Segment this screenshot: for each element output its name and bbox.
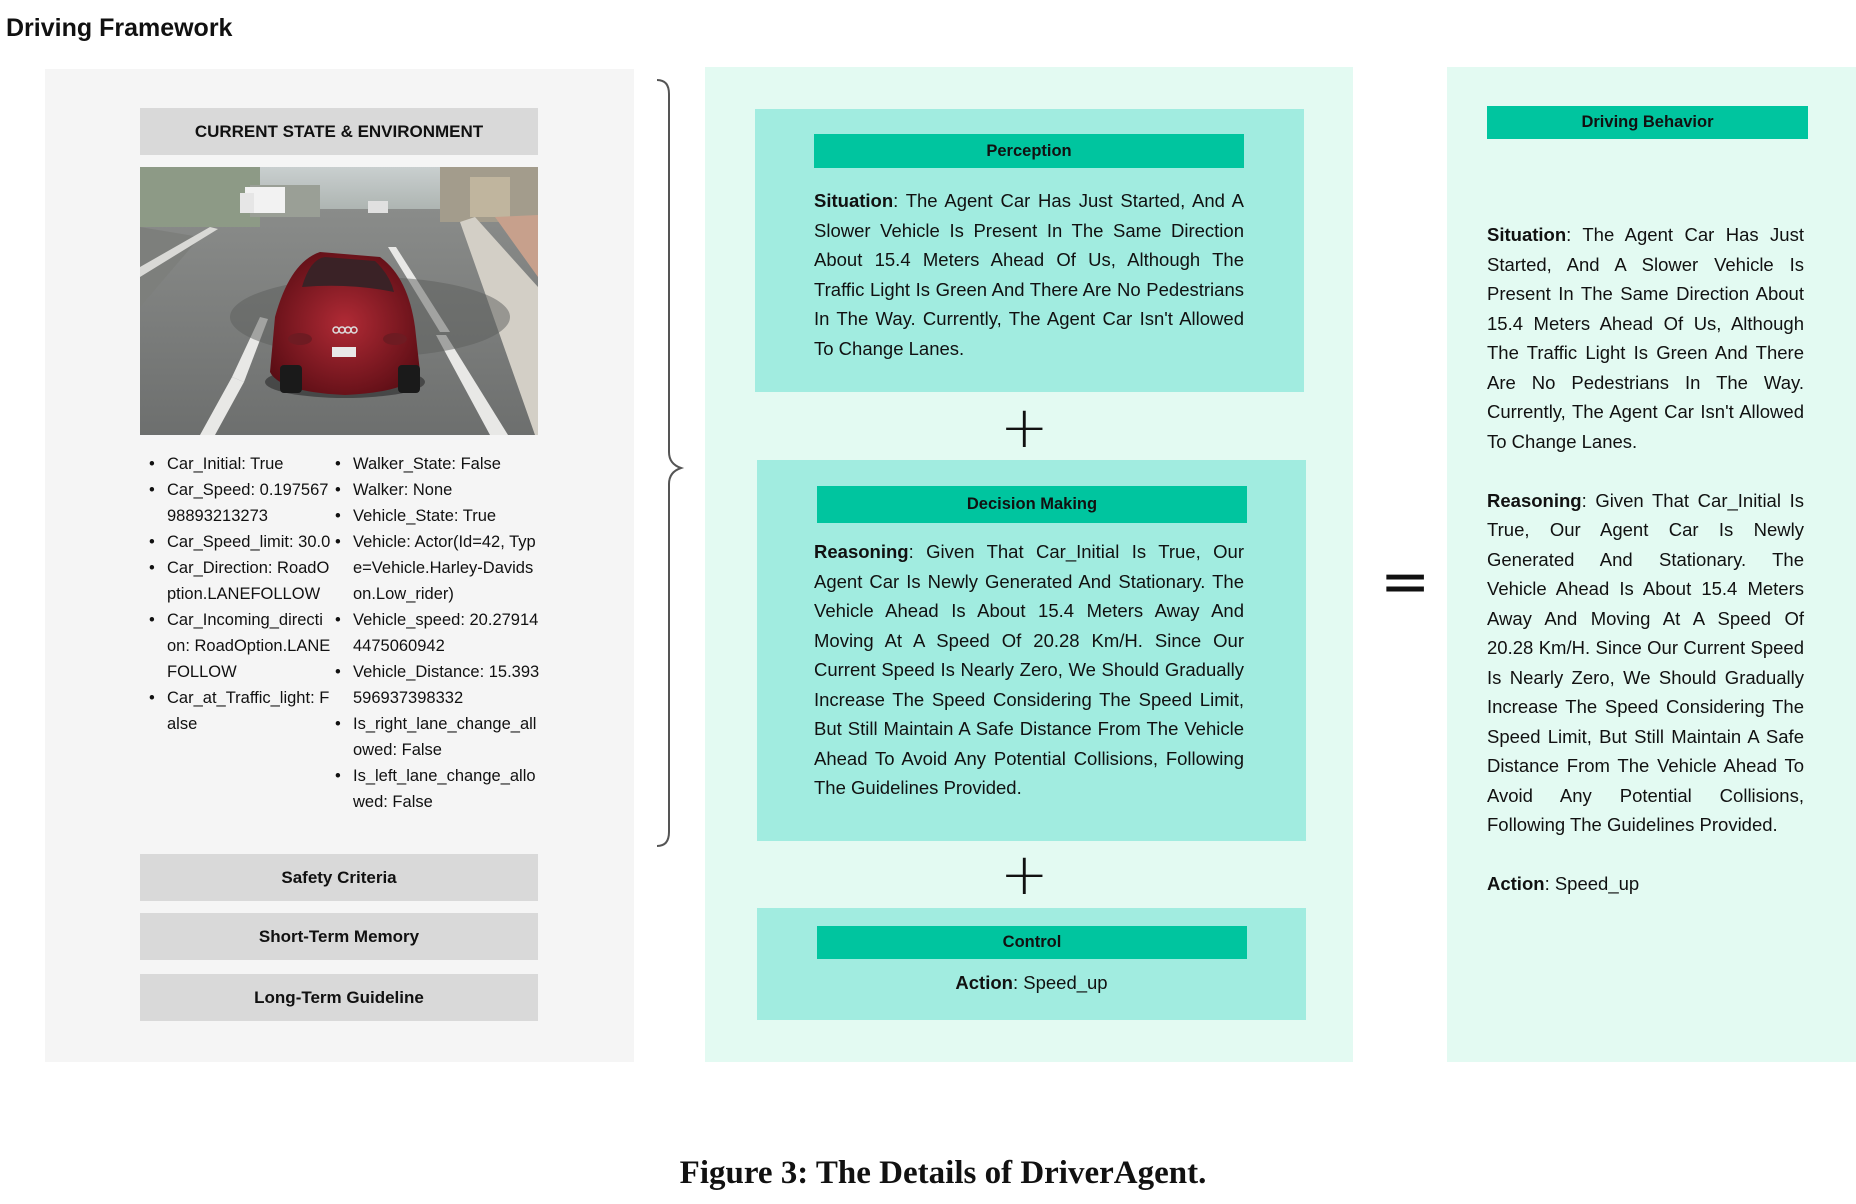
behavior-reasoning: Reasoning: Given That Car_Initial Is Tru…	[1487, 489, 1804, 836]
state-item: Car_at_Traffic_light: False	[141, 685, 331, 737]
driving-behavior-panel	[1447, 67, 1856, 1062]
page-title: Driving Framework	[6, 14, 233, 42]
driving-scene-image	[140, 167, 538, 435]
state-item: Car_Direction: RoadOption.LANEFOLLOW	[141, 555, 331, 607]
state-list-right: Walker_State: False Walker: None Vehicle…	[327, 451, 542, 815]
behavior-situation: Situation: The Agent Car Has Just Starte…	[1487, 224, 1804, 452]
perception-text: Situation: The Agent Car Has Just Starte…	[814, 190, 1244, 359]
equals-symbol: =	[1380, 547, 1431, 617]
short-term-memory-box: Short-Term Memory	[140, 913, 538, 960]
decision-making-text: Reasoning: Given That Car_Initial Is Tru…	[814, 541, 1244, 798]
driving-behavior-text: Situation: The Agent Car Has Just Starte…	[1487, 220, 1804, 928]
state-item: Car_Speed_limit: 30.0	[141, 529, 331, 555]
control-box	[757, 908, 1306, 1020]
decision-making-box	[757, 460, 1306, 841]
plus-symbol: +	[1000, 840, 1049, 908]
state-item: Car_Speed: 0.19756798893213273	[141, 477, 331, 529]
long-term-guideline-box: Long-Term Guideline	[140, 974, 538, 1021]
state-item: Vehicle_Distance: 15.393596937398332	[327, 659, 542, 711]
current-state-header: CURRENT STATE & ENVIRONMENT	[140, 108, 538, 155]
curly-brace	[656, 79, 685, 847]
state-item: Car_Incoming_direction: RoadOption.LANEF…	[141, 607, 331, 685]
state-item: Is_right_lane_change_allowed: False	[327, 711, 542, 763]
state-item: Vehicle_speed: 20.279144475060942	[327, 607, 542, 659]
state-item: Vehicle: Actor(Id=42, Type=Vehicle.Harle…	[327, 529, 542, 607]
plus-symbol: +	[1000, 393, 1049, 461]
state-item: Walker: None	[327, 477, 542, 503]
driving-behavior-header: Driving Behavior	[1487, 106, 1808, 139]
safety-criteria-box: Safety Criteria	[140, 854, 538, 901]
state-item: Is_left_lane_change_allowed: False	[327, 763, 542, 815]
state-list-left: Car_Initial: True Car_Speed: 0.197567988…	[141, 451, 331, 737]
behavior-action: Action: Speed_up	[1487, 873, 1640, 894]
perception-header: Perception	[814, 134, 1244, 168]
driving-scene-illustration	[140, 167, 538, 435]
figure-caption: Figure 3: The Details of DriverAgent.	[679, 1155, 1207, 1191]
state-item: Vehicle_State: True	[327, 503, 542, 529]
state-item: Car_Initial: True	[141, 451, 331, 477]
decision-making-header: Decision Making	[817, 486, 1247, 523]
control-action-text: Action: Speed_up	[955, 972, 1108, 993]
state-item: Walker_State: False	[327, 451, 542, 477]
control-header: Control	[817, 926, 1247, 959]
